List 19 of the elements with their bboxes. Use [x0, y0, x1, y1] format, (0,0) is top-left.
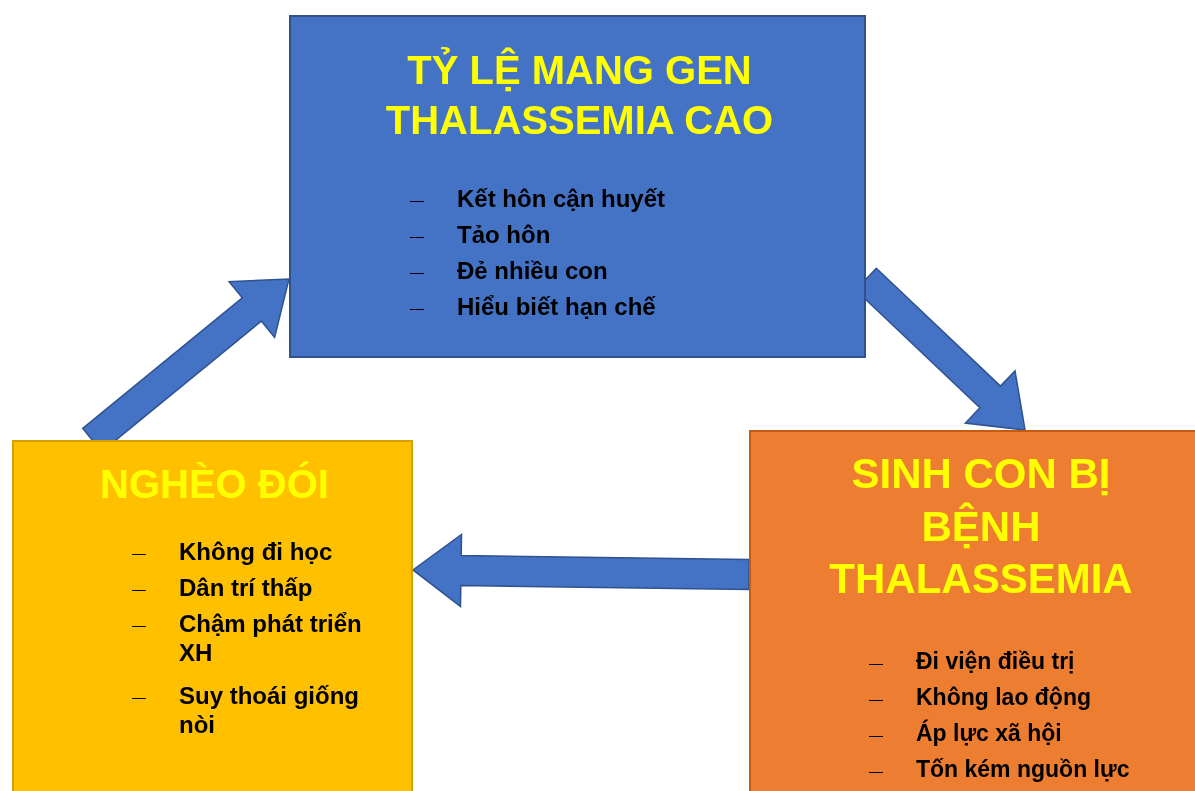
block-arrow	[411, 533, 750, 608]
list-item: Suy thoái giống nòi	[179, 682, 360, 740]
list-item: Đi viện điều trị	[916, 648, 1076, 676]
list-item: Không lao động	[916, 684, 1092, 712]
list-item: Hiểu biết hạn chế	[457, 293, 657, 322]
list-item: Tốn kém nguồn lực	[916, 756, 1131, 784]
list-item: Đẻ nhiều con	[457, 257, 609, 286]
text-box	[289, 15, 866, 358]
box-heading: TỶ LỆ MANG GEN THALASSEMIA CAO	[384, 46, 775, 144]
list-item: Dân trí thấp	[179, 574, 314, 603]
list-item: Không đi học	[179, 538, 334, 567]
box-heading: NGHÈO ĐÓI	[99, 460, 330, 508]
list-item: Kết hôn cận huyết	[457, 185, 667, 214]
box-heading: SINH CON BỊ BỆNH THALASSEMIA	[828, 449, 1134, 604]
list-item: Áp lực xã hội	[916, 720, 1063, 748]
text-box	[12, 440, 413, 791]
text-box	[749, 430, 1195, 791]
list-item: Chậm phát triển XH	[179, 610, 363, 668]
list-item: Tảo hôn	[457, 221, 552, 250]
